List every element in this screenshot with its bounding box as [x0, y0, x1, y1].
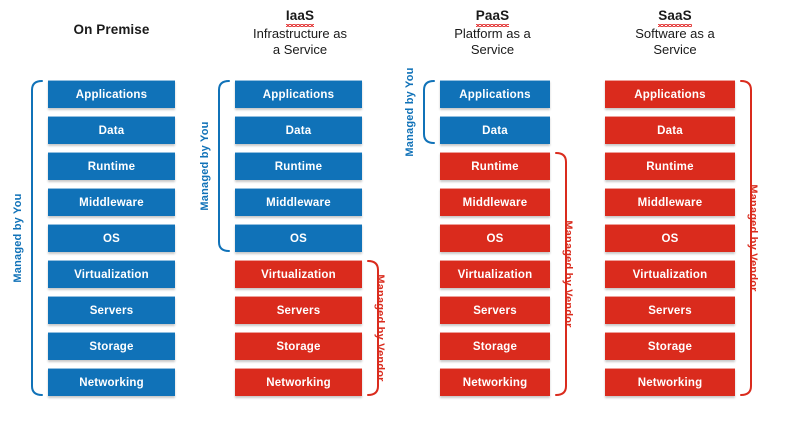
column-subtitle-line1-paas: Platform as a [454, 26, 531, 41]
column-title-saas: SaaS [658, 8, 693, 27]
layer-iaas-applications[interactable]: Applications [235, 80, 362, 108]
layer-paas-data[interactable]: Data [440, 116, 550, 144]
layer-saas-virtualization[interactable]: Virtualization [605, 260, 735, 288]
bracket-saas-managed-by-vendor [740, 80, 753, 396]
column-subtitle-line2-paas: Service [470, 42, 515, 57]
column-subtitle-line2-iaas: a Service [272, 42, 328, 57]
layer-iaas-servers[interactable]: Servers [235, 296, 362, 324]
layer-paas-runtime[interactable]: Runtime [440, 152, 550, 180]
layer-on-premise-servers[interactable]: Servers [48, 296, 175, 324]
layer-paas-storage[interactable]: Storage [440, 332, 550, 360]
column-title-iaas: IaaS [285, 8, 315, 27]
bracket-label-paas-managed-by-vendor: Managed by Vendor [562, 220, 574, 328]
layer-on-premise-os[interactable]: OS [48, 224, 175, 252]
layer-saas-runtime[interactable]: Runtime [605, 152, 735, 180]
bracket-on-premise-managed-by-you [30, 80, 43, 396]
bracket-label-paas-managed-by-you: Managed by You [404, 67, 416, 157]
column-subtitle-line1-iaas: Infrastructure as [253, 26, 347, 41]
layer-on-premise-storage[interactable]: Storage [48, 332, 175, 360]
layer-paas-servers[interactable]: Servers [440, 296, 550, 324]
bracket-label-on-premise-managed-by-you: Managed by You [12, 193, 24, 283]
layer-saas-data[interactable]: Data [605, 116, 735, 144]
layer-iaas-runtime[interactable]: Runtime [235, 152, 362, 180]
column-header-on-premise: On Premise [45, 22, 178, 38]
bracket-paas-managed-by-vendor [555, 152, 568, 396]
column-subtitle-line2-saas: Service [653, 42, 697, 57]
layer-paas-os[interactable]: OS [440, 224, 550, 252]
layer-saas-networking[interactable]: Networking [605, 368, 735, 396]
layer-paas-networking[interactable]: Networking [440, 368, 550, 396]
column-title-on-premise: On Premise [73, 22, 150, 37]
layer-iaas-networking[interactable]: Networking [235, 368, 362, 396]
layer-iaas-os[interactable]: OS [235, 224, 362, 252]
layer-saas-applications[interactable]: Applications [605, 80, 735, 108]
layer-on-premise-virtualization[interactable]: Virtualization [48, 260, 175, 288]
layer-paas-applications[interactable]: Applications [440, 80, 550, 108]
bracket-paas-managed-by-you [422, 80, 435, 144]
layer-paas-virtualization[interactable]: Virtualization [440, 260, 550, 288]
layer-iaas-middleware[interactable]: Middleware [235, 188, 362, 216]
layer-paas-middleware[interactable]: Middleware [440, 188, 550, 216]
layer-on-premise-runtime[interactable]: Runtime [48, 152, 175, 180]
layer-saas-os[interactable]: OS [605, 224, 735, 252]
column-title-paas: PaaS [475, 8, 510, 27]
layer-on-premise-networking[interactable]: Networking [48, 368, 175, 396]
layer-on-premise-data[interactable]: Data [48, 116, 175, 144]
layer-iaas-storage[interactable]: Storage [235, 332, 362, 360]
layer-saas-middleware[interactable]: Middleware [605, 188, 735, 216]
layer-saas-servers[interactable]: Servers [605, 296, 735, 324]
layer-on-premise-applications[interactable]: Applications [48, 80, 175, 108]
layer-iaas-virtualization[interactable]: Virtualization [235, 260, 362, 288]
bracket-label-iaas-managed-by-vendor: Managed by Vendor [374, 274, 386, 382]
bracket-label-saas-managed-by-vendor: Managed by Vendor [747, 184, 759, 292]
bracket-iaas-managed-by-you [217, 80, 230, 252]
layer-saas-storage[interactable]: Storage [605, 332, 735, 360]
layer-on-premise-middleware[interactable]: Middleware [48, 188, 175, 216]
bracket-iaas-managed-by-vendor [367, 260, 380, 396]
layer-iaas-data[interactable]: Data [235, 116, 362, 144]
column-subtitle-line1-saas: Software as a [635, 26, 715, 41]
bracket-label-iaas-managed-by-you: Managed by You [199, 121, 211, 211]
